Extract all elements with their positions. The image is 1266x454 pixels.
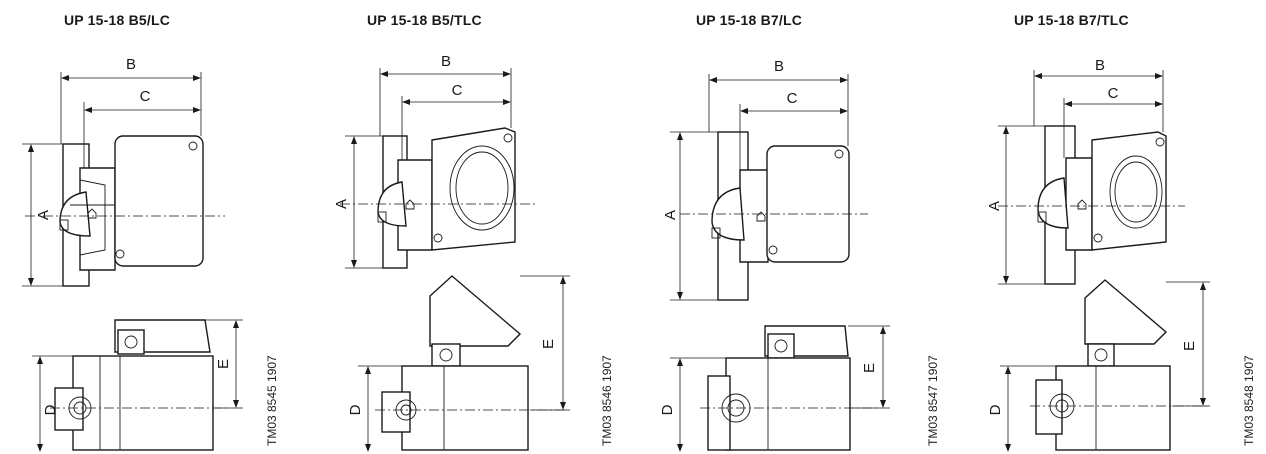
dimension-b: B bbox=[708, 58, 849, 146]
dimension-c: C bbox=[83, 88, 201, 168]
dimension-label-b: B bbox=[774, 58, 784, 75]
dimension-e: E bbox=[205, 319, 243, 409]
dimension-a: A bbox=[333, 135, 386, 269]
dimension-d: D bbox=[987, 365, 1058, 452]
dimension-c: C bbox=[739, 90, 848, 170]
dimension-label-e: E bbox=[861, 363, 878, 373]
pump-side-view bbox=[1035, 279, 1171, 451]
model-title: UP 15-18 B5/TLC bbox=[367, 12, 482, 28]
dimension-label-e: E bbox=[215, 359, 232, 369]
dimension-label-b: B bbox=[1095, 57, 1105, 74]
pump-drawing: A B C bbox=[22, 56, 279, 452]
model-title: UP 15-18 B5/LC bbox=[64, 12, 171, 28]
dimension-d: D bbox=[347, 365, 405, 452]
dimension-a: A bbox=[986, 125, 1048, 285]
model-title: UP 15-18 B7/TLC bbox=[1014, 12, 1129, 28]
dimension-e: E bbox=[848, 325, 890, 409]
dimension-d: D bbox=[659, 357, 728, 452]
pump-front-view bbox=[377, 127, 516, 269]
drawing-panel-b5-lc: UP 15-18 B5/LC A bbox=[0, 0, 300, 454]
drawing-code: TM03 8545 1907 bbox=[265, 355, 279, 446]
drawing-code: TM03 8547 1907 bbox=[926, 355, 940, 446]
dimension-label-c: C bbox=[452, 82, 463, 99]
drawing-panel-b7-lc: UP 15-18 B7/LC A B bbox=[640, 0, 940, 454]
dimension-b: B bbox=[1033, 57, 1164, 132]
dimension-label-a: A bbox=[35, 210, 52, 220]
dimension-label-c: C bbox=[787, 90, 798, 107]
pump-front-view bbox=[711, 131, 850, 301]
drawing-panel-b7-tlc: UP 15-18 B7/TLC A bbox=[960, 0, 1266, 454]
pump-front-view bbox=[1037, 125, 1167, 285]
dimension-label-c: C bbox=[140, 88, 151, 105]
dimension-label-c: C bbox=[1108, 85, 1119, 102]
dimension-b: B bbox=[379, 53, 512, 136]
dimension-e: E bbox=[1166, 281, 1210, 407]
dimension-label-d: D bbox=[42, 404, 59, 415]
dimension-a: A bbox=[662, 131, 720, 301]
dimension-label-d: D bbox=[659, 404, 676, 415]
drawing-panel-b5-tlc: UP 15-18 B5/TLC A bbox=[320, 0, 620, 454]
pump-side-view bbox=[381, 275, 529, 451]
dimension-label-b: B bbox=[126, 56, 136, 73]
dimension-d: D bbox=[32, 355, 76, 452]
pump-front-view bbox=[59, 135, 204, 287]
dimension-label-e: E bbox=[540, 339, 557, 349]
pump-drawing: A B C bbox=[333, 53, 614, 452]
pump-drawing: A B C bbox=[986, 57, 1256, 452]
dimension-label-d: D bbox=[987, 404, 1004, 415]
pump-drawing: A B C bbox=[659, 58, 940, 452]
pump-side-view bbox=[707, 325, 851, 451]
drawing-code: TM03 8546 1907 bbox=[600, 355, 614, 446]
drawing-code: TM03 8548 1907 bbox=[1242, 355, 1256, 446]
pump-side-view bbox=[54, 319, 214, 451]
dimension-b: B bbox=[60, 56, 202, 144]
dimension-e: E bbox=[520, 275, 570, 411]
dimension-a: A bbox=[22, 143, 66, 287]
dimension-label-d: D bbox=[347, 404, 364, 415]
model-title: UP 15-18 B7/LC bbox=[696, 12, 803, 28]
dimension-label-a: A bbox=[986, 201, 1003, 211]
dimension-label-a: A bbox=[662, 210, 679, 220]
dimension-label-e: E bbox=[1181, 341, 1198, 351]
dimension-c: C bbox=[401, 82, 511, 160]
dimension-c: C bbox=[1063, 85, 1163, 158]
dimension-label-a: A bbox=[333, 199, 350, 209]
dimension-label-b: B bbox=[441, 53, 451, 70]
